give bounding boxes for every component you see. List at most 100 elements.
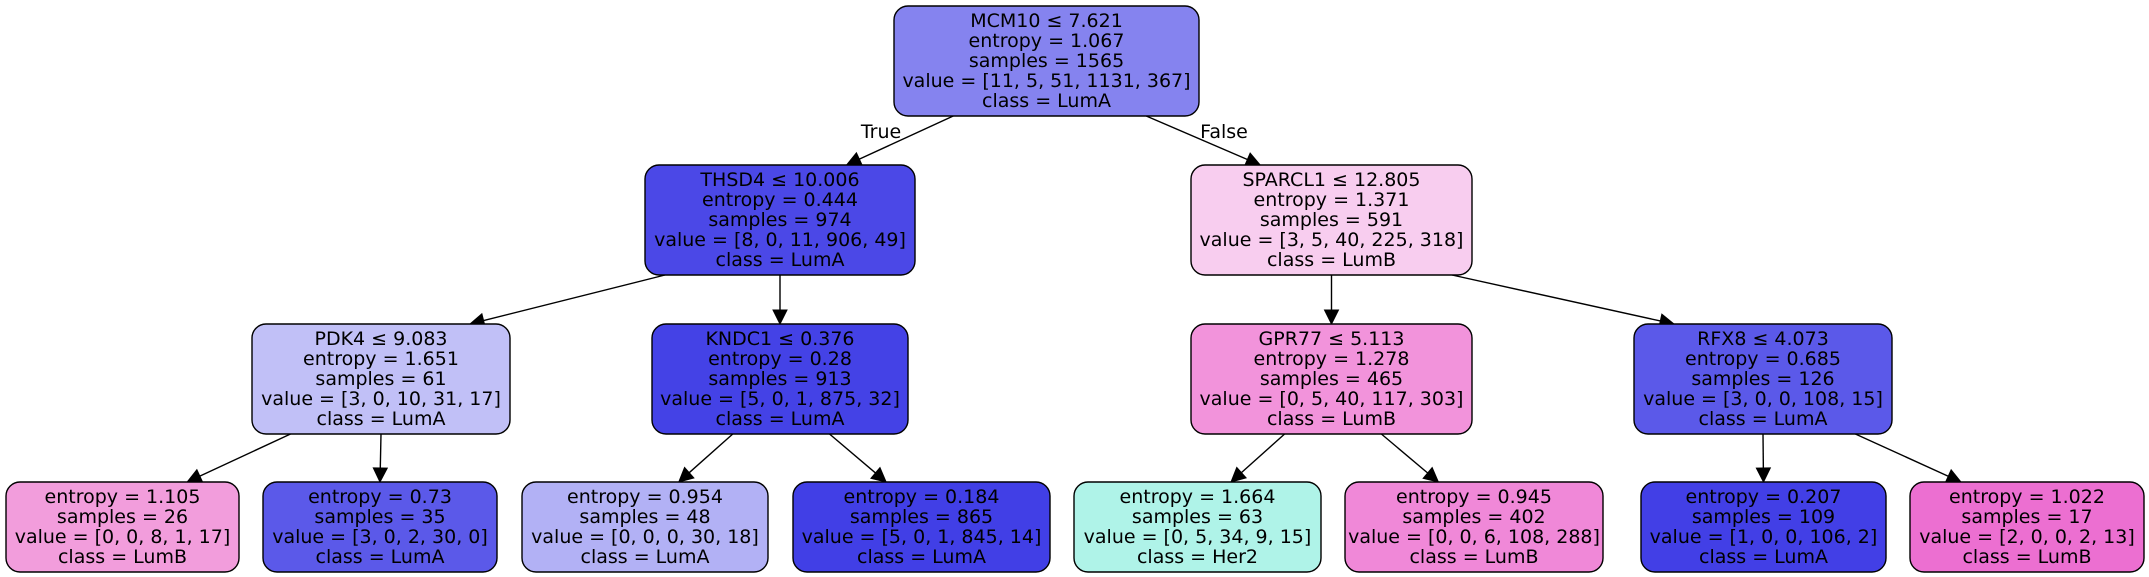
node-text-line: entropy = 0.28 xyxy=(708,348,852,370)
node-text-line: class = Her2 xyxy=(1137,546,1258,568)
arrowhead-icon xyxy=(372,467,389,484)
node-text-line: entropy = 1.651 xyxy=(303,348,459,370)
node-text-line: entropy = 0.954 xyxy=(567,486,723,508)
node-text-line: RFX8 ≤ 4.073 xyxy=(1697,328,1829,350)
arrowhead-icon xyxy=(1323,309,1340,326)
edge-line xyxy=(1855,433,1949,477)
node-text-line: value = [5, 0, 1, 845, 14] xyxy=(802,526,1042,548)
edge-line xyxy=(1145,115,1248,161)
edge-n9-n11 xyxy=(1380,433,1440,483)
node-text-line: entropy = 0.945 xyxy=(1396,486,1552,508)
node-text-line: value = [3, 0, 2, 30, 0] xyxy=(272,526,488,548)
node-box xyxy=(262,481,498,573)
node-text-line: samples = 1565 xyxy=(969,50,1124,72)
node-text-line: class = LumB xyxy=(1409,546,1538,568)
node-text-line: GPR77 ≤ 5.113 xyxy=(1259,328,1405,350)
node-text-line: entropy = 0.444 xyxy=(702,189,858,211)
node-text-line: MCM10 ≤ 7.621 xyxy=(970,10,1123,32)
arrowhead-icon xyxy=(1755,467,1772,484)
node-text-line: value = [3, 0, 10, 31, 17] xyxy=(261,388,501,410)
node-box xyxy=(644,164,916,276)
node-text-line: entropy = 1.664 xyxy=(1120,486,1276,508)
node-text-line: value = [5, 0, 1, 875, 32] xyxy=(660,388,900,410)
edge-label-true: True xyxy=(860,121,901,143)
node-box xyxy=(792,481,1051,573)
edge-line xyxy=(379,433,382,469)
edge-line xyxy=(1451,274,1661,322)
node-text-line: entropy = 1.371 xyxy=(1254,189,1410,211)
node-box xyxy=(651,323,909,435)
node-text-line: entropy = 1.278 xyxy=(1254,348,1410,370)
edge-n8-n12 xyxy=(1451,274,1676,329)
node-text-line: value = [0, 5, 34, 9, 15] xyxy=(1084,526,1312,548)
node-text-line: value = [3, 0, 0, 108, 15] xyxy=(1643,388,1883,410)
node-text-line: class = LumA xyxy=(1699,546,1828,568)
node-text-line: class = LumB xyxy=(1962,546,2091,568)
node-box xyxy=(5,481,240,573)
edge-n9-n10 xyxy=(1230,433,1286,483)
node-text-line: samples = 63 xyxy=(1132,506,1263,528)
node-text-line: entropy = 0.73 xyxy=(308,486,452,508)
arrowhead-icon xyxy=(870,466,887,483)
node-text-line: class = LumB xyxy=(58,546,187,568)
edge-n2-n4 xyxy=(372,433,389,484)
node-text-line: entropy = 0.207 xyxy=(1686,486,1842,508)
node-text-line: samples = 913 xyxy=(708,368,851,390)
node-text-line: value = [3, 5, 40, 225, 318] xyxy=(1200,229,1464,251)
node-text-line: class = LumA xyxy=(716,408,845,430)
node-text-line: value = [0, 0, 6, 108, 288] xyxy=(1348,526,1600,548)
edge-line xyxy=(1240,433,1286,474)
node-text-line: KNDC1 ≤ 0.376 xyxy=(705,328,854,350)
node-text-line: samples = 865 xyxy=(850,506,993,528)
edge-n12-n14 xyxy=(1855,433,1963,484)
node-text-line: class = LumA xyxy=(317,408,446,430)
node-box xyxy=(1633,323,1893,435)
node-text-line: class = LumB xyxy=(1267,408,1396,430)
node-box xyxy=(1640,481,1887,573)
edge-line xyxy=(1380,433,1429,474)
node-text-line: value = [0, 0, 8, 1, 17] xyxy=(15,526,231,548)
node-text-line: entropy = 0.685 xyxy=(1685,348,1841,370)
edge-line xyxy=(688,433,734,474)
node-text-line: class = LumA xyxy=(581,546,710,568)
arrowhead-icon xyxy=(772,309,788,326)
node-text-line: samples = 48 xyxy=(579,506,710,528)
edge-n12-n13 xyxy=(1755,433,1772,484)
node-box xyxy=(1190,323,1473,435)
node-text-line: samples = 591 xyxy=(1260,209,1403,231)
node-text-line: entropy = 1.067 xyxy=(969,30,1125,52)
edge-n8-n9 xyxy=(1323,275,1340,326)
node-box xyxy=(1909,481,2145,573)
edge-n5-n7 xyxy=(829,433,887,483)
node-text-line: entropy = 1.022 xyxy=(1949,486,2105,508)
node-box xyxy=(521,481,769,573)
node-text-line: samples = 26 xyxy=(57,506,188,528)
edge-n5-n6 xyxy=(677,433,734,483)
arrowhead-icon xyxy=(1243,152,1262,167)
arrowhead-icon xyxy=(1230,466,1248,483)
node-text-line: value = [0, 5, 40, 117, 303] xyxy=(1200,388,1464,410)
node-text-line: samples = 17 xyxy=(1961,506,2092,528)
node-text-line: PDK4 ≤ 9.083 xyxy=(314,328,447,350)
node-text-line: samples = 974 xyxy=(708,209,851,231)
node-text-line: class = LumA xyxy=(316,546,445,568)
node-text-line: class = LumB xyxy=(1267,249,1396,271)
node-box xyxy=(1073,481,1322,573)
edge-label-false: False xyxy=(1200,121,1248,143)
node-text-line: samples = 61 xyxy=(315,368,446,390)
node-text-line: value = [2, 0, 0, 2, 13] xyxy=(1919,526,2135,548)
node-box xyxy=(251,323,511,435)
node-text-line: value = [1, 0, 0, 106, 2] xyxy=(1650,526,1878,548)
edge-line xyxy=(859,115,954,160)
